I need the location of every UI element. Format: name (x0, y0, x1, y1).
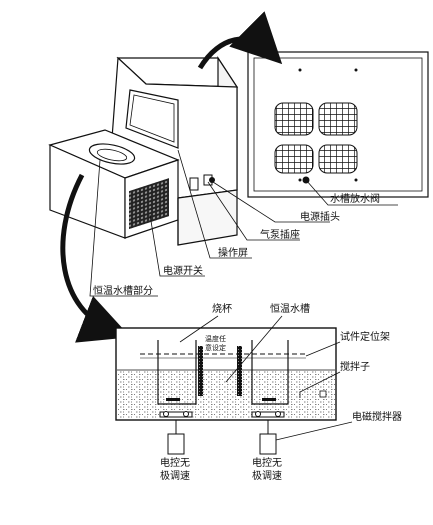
label-power-plug: 电源插头 (300, 210, 340, 223)
label-beaker: 烧杯 (212, 302, 232, 315)
arrow-to-section (60, 173, 131, 343)
magnetic-stirrer-left (159, 411, 193, 455)
label-speed-right-1: 电控无 (252, 456, 282, 469)
power-plug (209, 177, 215, 183)
vent-grille-bottom-left (274, 144, 314, 174)
label-speed-left-1: 电控无 (160, 456, 190, 469)
magnetic-stirrer-right (251, 411, 285, 455)
bath-opening-inner (96, 148, 128, 162)
label-stir-bar: 搅拌子 (340, 360, 370, 373)
rod-right (237, 346, 242, 396)
stir-bar-left (166, 398, 180, 401)
label-water-tank: 恒温水槽 (270, 302, 310, 315)
operation-screen-inner (129, 94, 175, 143)
label-temp-setting-1: 温度任 (205, 334, 226, 343)
vent-grille-top-right (318, 102, 358, 136)
label-drain-valve: 水槽放水阀 (330, 192, 380, 205)
label-speed-left-2: 极调速 (160, 469, 190, 482)
stir-bar-right (262, 398, 276, 401)
side-vent (129, 178, 169, 230)
label-holder: 试件定位架 (340, 330, 390, 343)
label-temp-setting-2: 意设定 (205, 343, 226, 352)
label-air-pump-socket: 气泵插座 (260, 228, 300, 241)
label-power-switch: 电源开关 (163, 264, 203, 277)
beaker-left (157, 340, 197, 405)
arrow-to-back (197, 11, 283, 70)
rod-left (198, 346, 203, 396)
tank-section: 温度任 意设定 (115, 327, 337, 421)
back-panel (247, 51, 429, 198)
label-magnetic-stirrer: 电磁搅拌器 (352, 410, 402, 423)
machine-unit (48, 55, 239, 246)
water-level (117, 370, 335, 419)
power-switch (189, 177, 199, 191)
body-right-side (177, 189, 238, 246)
label-operation-screen: 操作屏 (218, 246, 248, 259)
label-water-tank-part: 恒温水槽部分 (93, 284, 153, 297)
beaker-right (251, 340, 289, 405)
vent-grille-top-left (274, 102, 314, 136)
label-speed-right-2: 极调速 (252, 469, 282, 482)
vent-grille-bottom-right (318, 144, 358, 174)
